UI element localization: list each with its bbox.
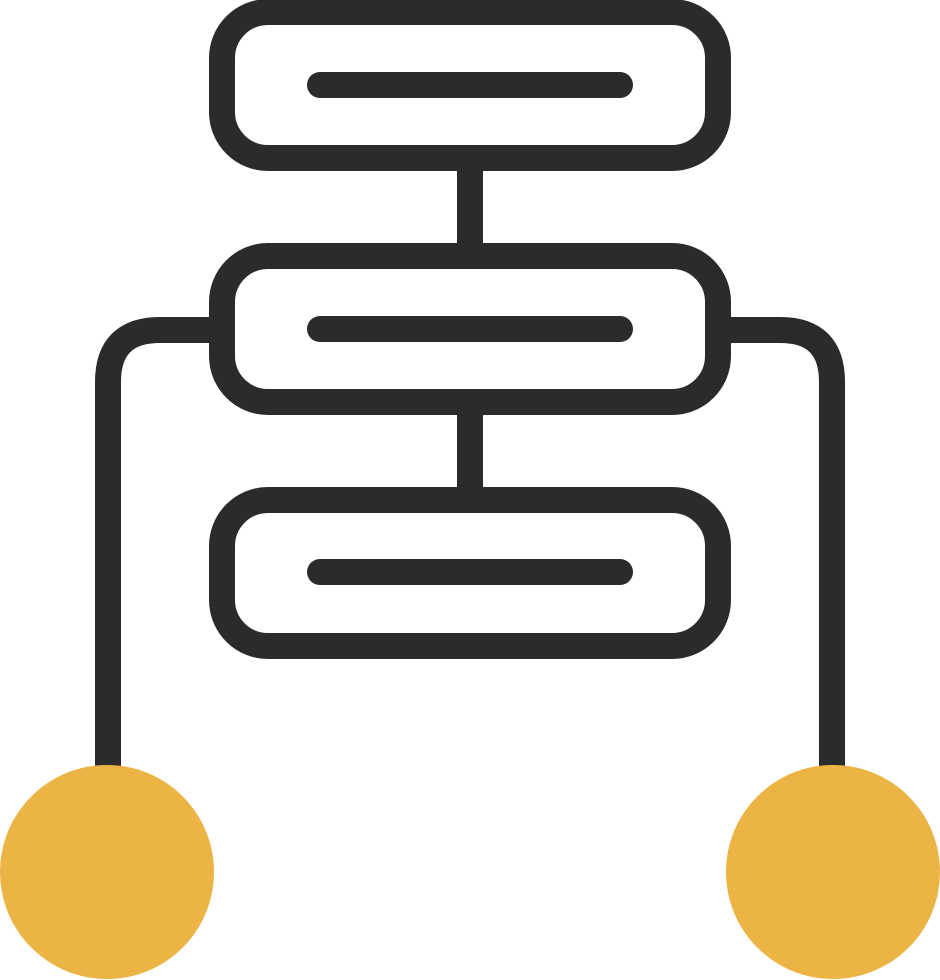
right-endpoint-circle: [726, 765, 940, 979]
connector-right-branch: [718, 317, 845, 790]
middle-node-box: [209, 243, 731, 415]
connector-left-branch: [95, 317, 222, 790]
top-node-box: [209, 0, 731, 171]
bottom-node-box: [209, 487, 731, 659]
left-endpoint-circle: [0, 765, 214, 979]
